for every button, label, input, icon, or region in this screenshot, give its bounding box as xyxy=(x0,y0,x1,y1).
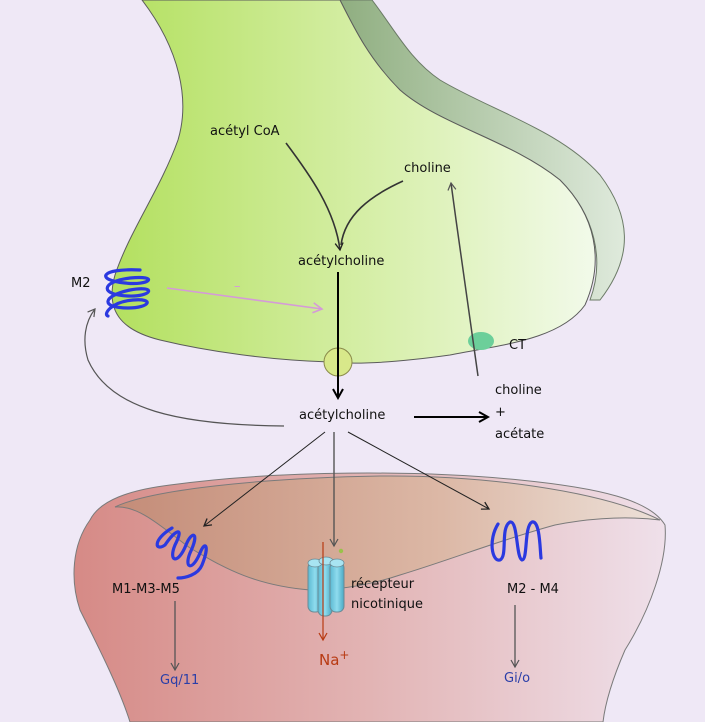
label-m135: M1-M3-M5 xyxy=(112,582,180,597)
label-gio: Gi/o xyxy=(504,671,531,686)
presynaptic-terminal xyxy=(111,0,596,364)
arrow-ach-to-m135 xyxy=(202,431,326,527)
ion-symbol: Na xyxy=(319,651,340,669)
label-products-choline: choline xyxy=(495,383,542,398)
arrow-ach-to-m24 xyxy=(347,431,491,510)
label-acetylcholine-cleft: acétylcholine xyxy=(299,408,386,423)
label-products-acetate: acétate xyxy=(495,427,545,442)
label-choline-transporter: CT xyxy=(509,338,527,353)
label-acetylcholine-synthesized: acétylcholine xyxy=(298,254,385,269)
inhibition-sign: – xyxy=(234,279,241,294)
m135-receptor-icon xyxy=(155,526,208,580)
choline-transporter xyxy=(468,332,494,350)
ion-charge: + xyxy=(339,648,350,662)
arrow-choline-to-ach xyxy=(340,180,404,246)
label-m2-autoreceptor: M2 xyxy=(71,276,91,291)
arrow-acetylcoa-to-ach xyxy=(285,142,344,252)
arrow-reuptake-choline xyxy=(447,181,479,377)
label-choline: choline xyxy=(404,161,451,176)
postsynaptic-membrane-fold xyxy=(114,475,661,591)
label-m24: M2 - M4 xyxy=(507,582,559,597)
arrow-autoreceptor-feedback xyxy=(84,308,285,427)
label-sodium-ion: Na+ xyxy=(319,648,349,670)
arrow-m2-inhibition xyxy=(166,287,324,314)
label-nicotinic-line1: récepteur xyxy=(351,577,415,592)
nicotinic-receptor-icon xyxy=(307,548,345,617)
label-products-plus: + xyxy=(495,405,506,420)
label-nicotinic-line2: nicotinique xyxy=(351,597,424,612)
label-gq11: Gq/11 xyxy=(160,673,200,688)
m24-receptor-icon xyxy=(490,520,543,562)
m2-autoreceptor-icon xyxy=(104,268,151,318)
label-acetyl-coa: acétyl CoA xyxy=(210,124,280,139)
